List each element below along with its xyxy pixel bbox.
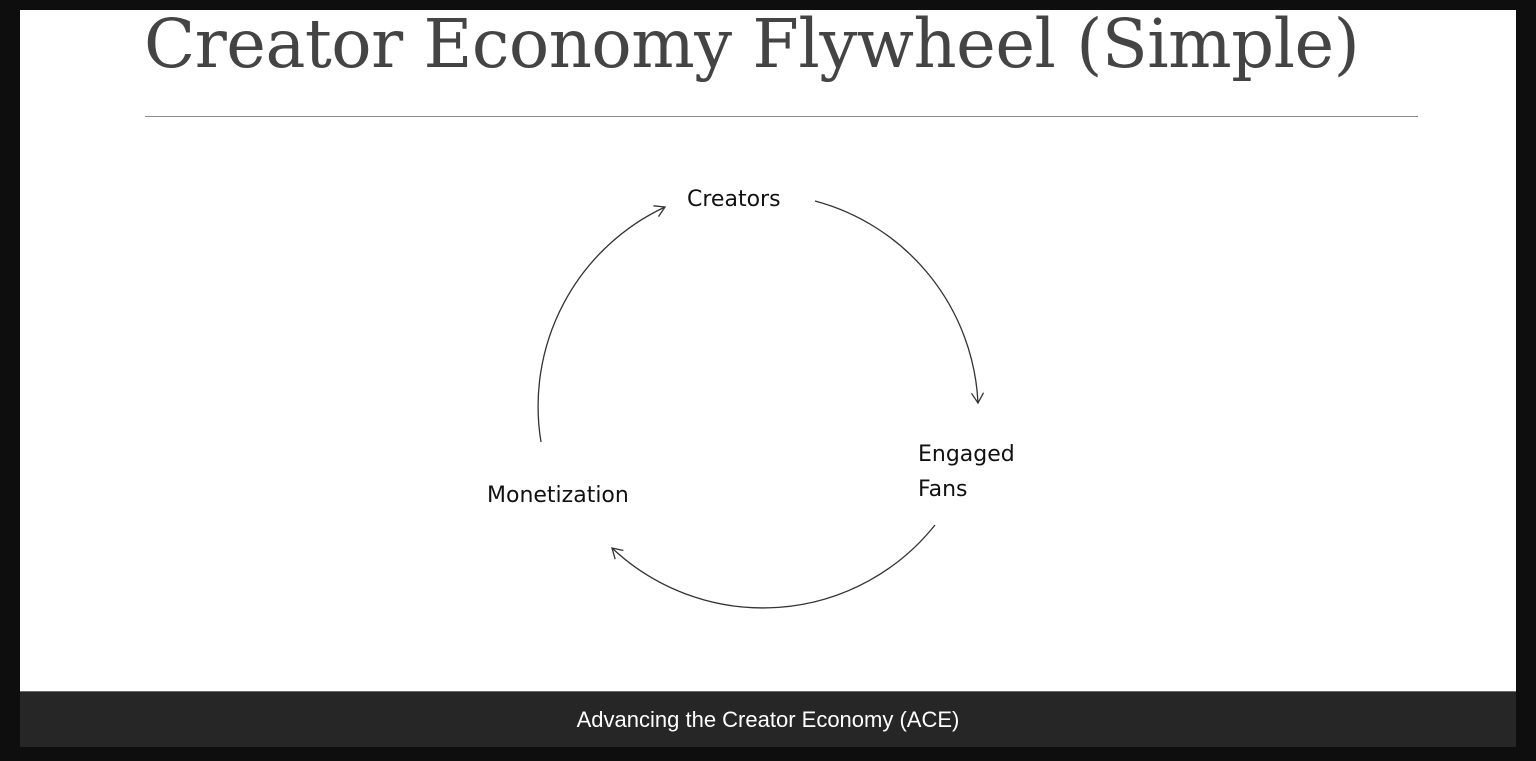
flywheel-diagram: [537, 200, 985, 609]
slide-title: Creator Economy Flywheel (Simple): [144, 5, 1360, 83]
node-creators: Creators: [687, 187, 781, 212]
node-engaged-fans-line2: Fans: [918, 477, 968, 502]
title-divider: [145, 116, 1418, 117]
footer-bar: Advancing the Creator Economy (ACE): [20, 691, 1516, 747]
arrow-creators-to-engaged-fans: [814, 200, 985, 405]
footer-text: Advancing the Creator Economy (ACE): [576, 706, 960, 732]
slide: Creator Economy Flywheel (Simple) Creato…: [20, 5, 1516, 691]
node-monetization: Monetization: [487, 483, 629, 508]
arrow-monetization-to-creators: [537, 205, 667, 443]
node-engaged-fans-line1: Engaged: [918, 442, 1015, 467]
arrow-engaged-fans-to-monetization: [611, 524, 936, 609]
